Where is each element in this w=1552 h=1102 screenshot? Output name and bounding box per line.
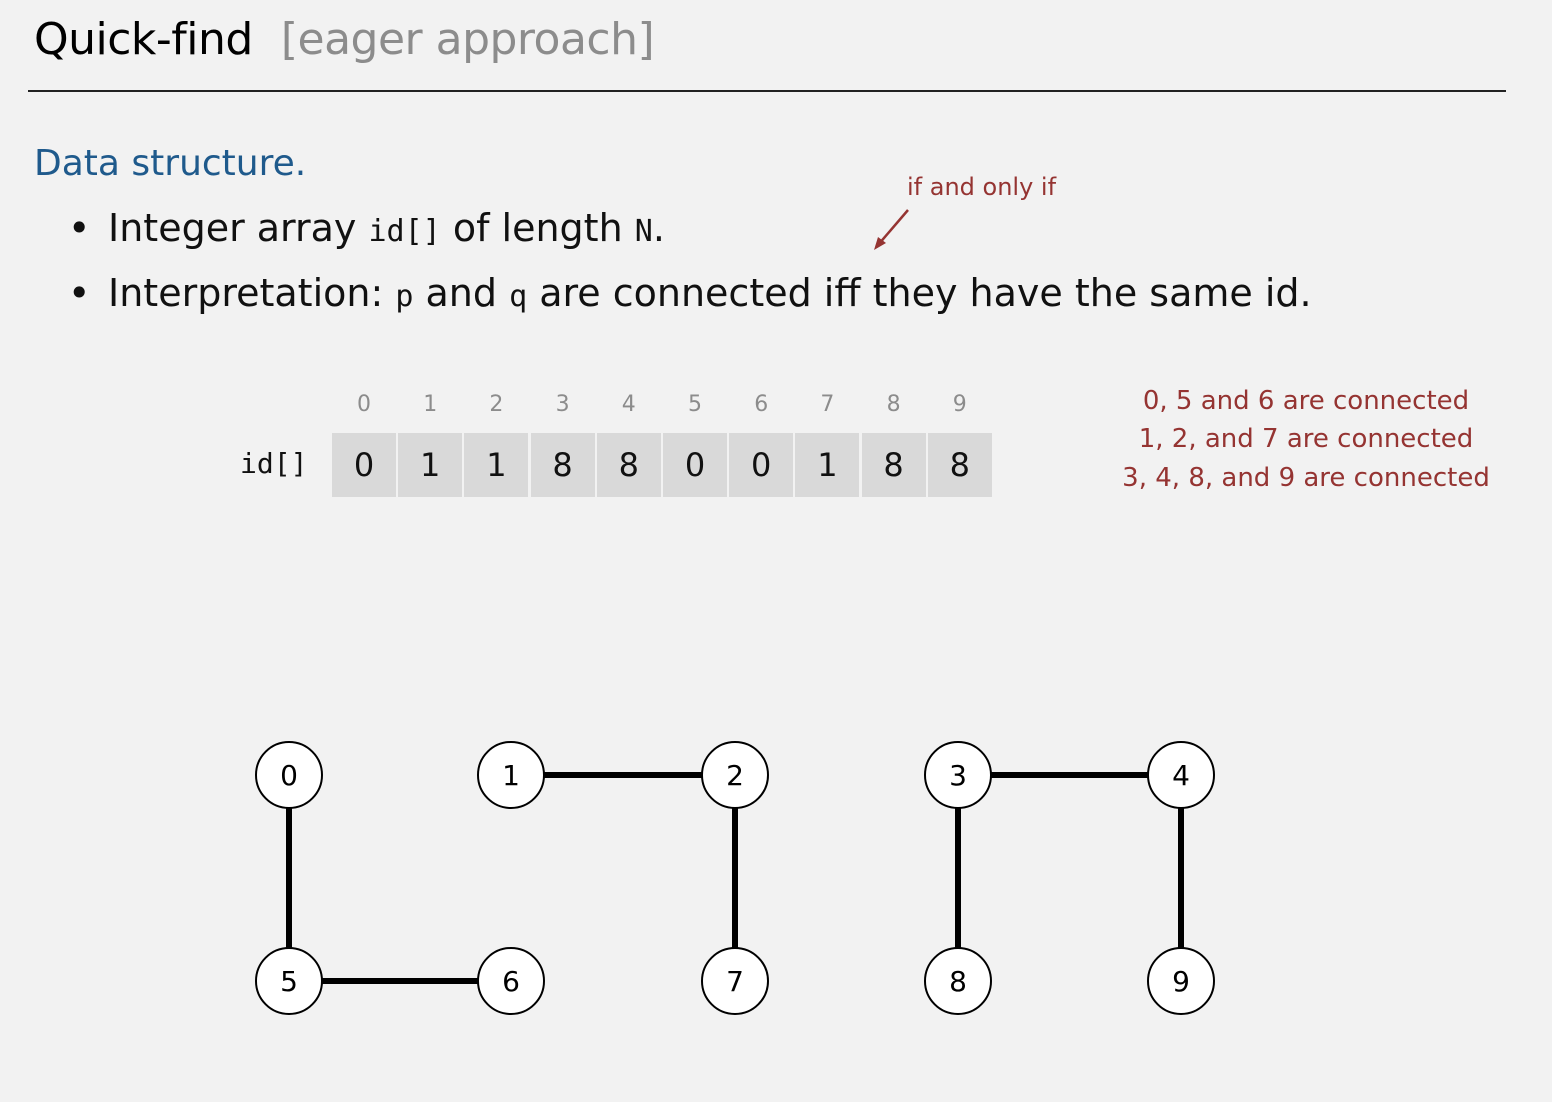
array-index: 0 — [357, 392, 371, 417]
arrow-icon — [874, 209, 909, 250]
array-cell: 8 — [927, 433, 992, 497]
graph-node-label: 8 — [949, 965, 967, 998]
graph-node: 6 — [477, 947, 545, 1015]
bullet-text-post: are connected iff they have the same id. — [527, 271, 1312, 315]
connected-note: 1, 2, and 7 are connected — [1138, 424, 1474, 454]
code-n: N — [634, 214, 653, 249]
graph-node-label: 5 — [280, 965, 298, 998]
graph-node-label: 7 — [726, 965, 744, 998]
graph-node-circle — [701, 947, 769, 1015]
code-p: p — [395, 279, 414, 314]
array-index: 3 — [555, 392, 570, 417]
graph-node-circle — [477, 741, 545, 809]
graph-node-circle — [1147, 947, 1215, 1015]
graph-node-label: 2 — [726, 759, 744, 792]
graph-node: 9 — [1147, 947, 1215, 1015]
graph-node-circle — [924, 741, 992, 809]
connected-note: 0, 5 and 6 are connected — [1142, 386, 1470, 416]
subtitle-text: [eager approach] — [280, 14, 655, 65]
graph-node-label: 1 — [502, 759, 520, 792]
slide-title: Quick-find [eager approach] — [34, 14, 655, 65]
graph-node-circle — [477, 947, 545, 1015]
bullet-text-pre: Integer array — [108, 206, 369, 250]
graph-node-circle — [1147, 741, 1215, 809]
array-cell: 0 — [332, 433, 396, 497]
array-cell: 8 — [596, 433, 661, 497]
array-cell: 8 — [530, 433, 595, 497]
graph-node: 7 — [701, 947, 769, 1015]
section-heading: Data structure. — [34, 143, 307, 184]
title-text: Quick-find — [34, 14, 253, 65]
array-index: 4 — [621, 392, 636, 417]
array-index: 5 — [688, 392, 702, 417]
array-label: id[] — [240, 447, 308, 480]
array-index: 2 — [489, 392, 504, 417]
graph-node-circle — [924, 947, 992, 1015]
graph-node-label: 0 — [280, 759, 298, 792]
bullet-dot: • — [68, 271, 91, 315]
array-cell: 8 — [861, 433, 926, 497]
array-index: 7 — [820, 392, 835, 417]
bullet-array: • Integer array id[] of length N. — [68, 206, 665, 250]
graph-node: 0 — [255, 741, 323, 809]
bullet-text-mid: of length — [440, 206, 635, 250]
bullet-text-mid: and — [413, 271, 510, 315]
graph-node-label: 6 — [502, 965, 520, 998]
array-cell: 1 — [398, 433, 463, 497]
graph-node: 2 — [701, 741, 769, 809]
bullet-text-post: . — [652, 206, 665, 250]
title-divider — [28, 90, 1506, 92]
graph-node-circle — [701, 741, 769, 809]
bullet-interpretation: • Interpretation: p and q are connected i… — [68, 271, 1312, 315]
graph-node: 1 — [477, 741, 545, 809]
graph-node: 4 — [1147, 741, 1215, 809]
graph-node-label: 4 — [1172, 759, 1190, 792]
graph-node: 5 — [255, 947, 323, 1015]
bullet-text-pre: Interpretation: — [108, 271, 396, 315]
graph-node-circle — [255, 741, 323, 809]
array-index: 6 — [754, 392, 769, 417]
graph-node-circle — [255, 947, 323, 1015]
connected-note: 3, 4, 8, and 9 are connected — [1122, 463, 1490, 493]
array-cell: 1 — [795, 433, 860, 497]
graph-node: 8 — [924, 947, 992, 1015]
array-cell: 1 — [464, 433, 529, 497]
code-id-array: id[] — [368, 214, 441, 249]
graph-node-label: 3 — [949, 759, 967, 792]
graph-node-label: 9 — [1172, 965, 1190, 998]
graph-node: 3 — [924, 741, 992, 809]
bullet-dot: • — [68, 206, 91, 250]
array-cell: 0 — [729, 433, 794, 497]
array-index: 8 — [886, 392, 901, 417]
array-index: 1 — [423, 392, 438, 417]
array-index: 9 — [952, 392, 967, 417]
array-cell: 0 — [663, 433, 727, 497]
iff-note: if and only if — [907, 173, 1057, 201]
code-q: q — [509, 279, 528, 314]
